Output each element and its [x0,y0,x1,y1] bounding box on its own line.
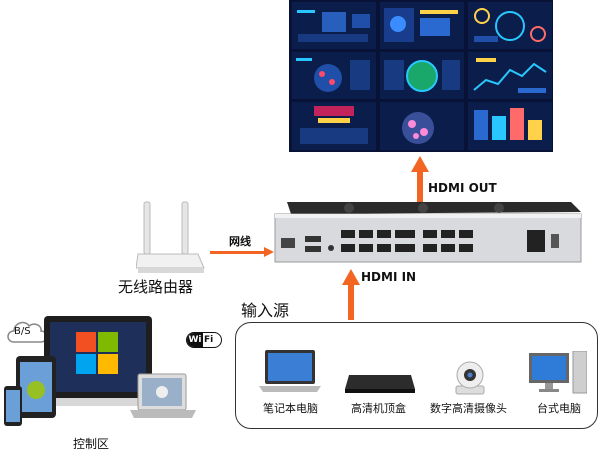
hdmi-in-label: HDMI IN [361,270,417,284]
source-label-desktop: 台式电脑 [537,402,581,415]
wifi-fi-label: Fi [204,335,214,345]
source-label-laptop: 笔记本电脑 [263,402,318,415]
hdmi-out-label: HDMI OUT [428,181,497,195]
video-wall [289,0,553,152]
network-label: 网线 [229,235,251,248]
wall-screen [291,1,377,50]
control-area-label: 控制区 [73,437,110,451]
source-label-camera: 数字高清摄像头 [430,402,507,415]
wall-screen [467,101,553,151]
wall-screen [467,1,553,50]
set-top-box-icon [345,375,415,395]
wall-screen [291,101,377,151]
wall-screen [379,51,465,100]
wifi-wi-label: Wi [187,333,203,347]
source-label-settopbox: 高清机顶盒 [351,402,406,415]
wifi-badge: Wi Fi [186,332,222,348]
wall-screen [379,1,465,50]
camera-icon [452,360,488,396]
matrix-device [271,200,583,266]
desktop-computer-icon [529,350,588,397]
router-label: 无线路由器 [118,278,194,296]
control-devices-illustration [0,314,200,432]
router-icon [135,198,206,276]
wall-screen [291,51,377,100]
wall-screen [379,101,465,151]
laptop-icon [259,348,321,394]
bs-label: B/S [14,326,31,337]
input-source-label: 输入源 [241,301,290,320]
wall-screen [467,51,553,100]
